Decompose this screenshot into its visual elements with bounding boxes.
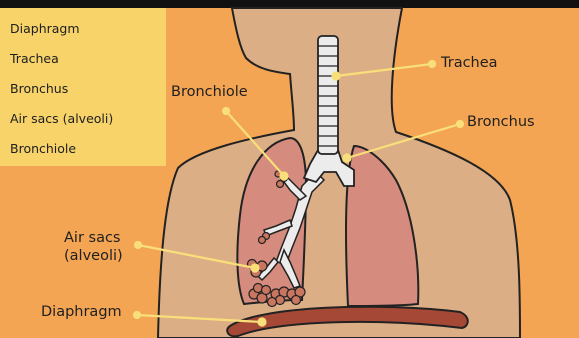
label-bronchus: Bronchus [467,114,535,131]
word-bank-item: Trachea [10,51,59,66]
label-air-sacs-line2: (alveoli) [64,248,123,265]
label-diaphragm: Diaphragm [41,304,122,321]
label-bronchiole: Bronchiole [171,84,248,101]
word-bank-item: Diaphragm [10,21,80,36]
label-air-sacs-line1: Air sacs [64,230,121,247]
word-bank-item: Bronchiole [10,141,76,156]
label-trachea: Trachea [441,55,498,72]
trachea-tube [318,36,338,154]
word-bank-item: Air sacs (alveoli) [10,111,113,126]
word-bank-item: Bronchus [10,81,68,96]
word-bank: Diaphragm Trachea Bronchus Air sacs (alv… [0,8,166,166]
